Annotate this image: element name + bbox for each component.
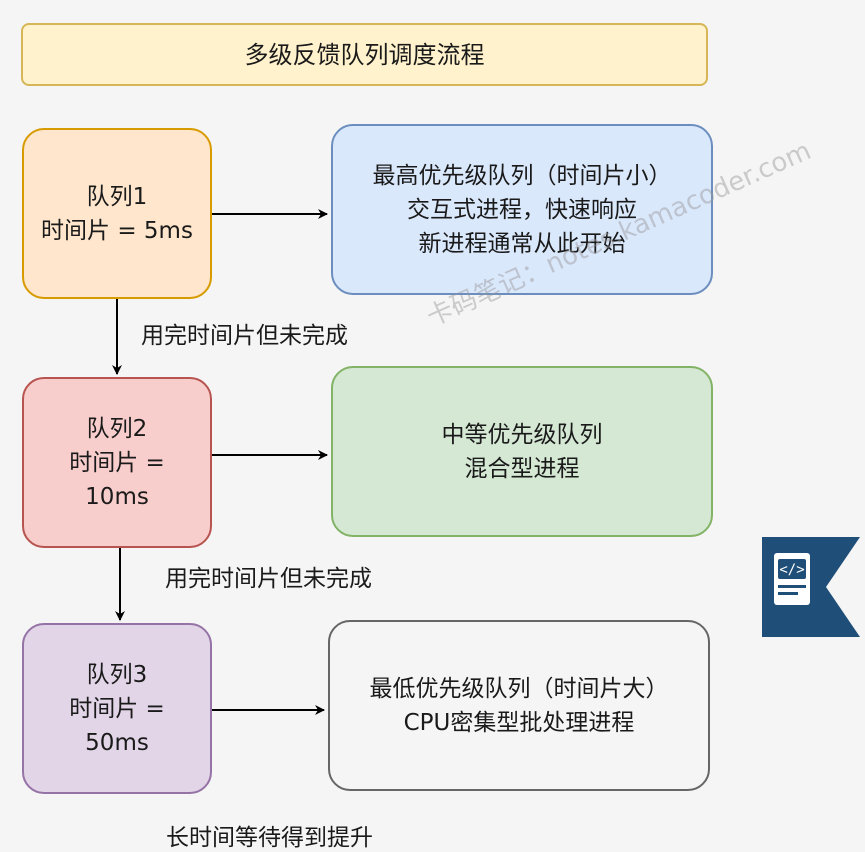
queue-1-description-node: 最高优先级队列（时间片小） 交互式进程，快速响应 新进程通常从此开始 bbox=[331, 124, 713, 295]
queue-2-desc-line: 中等优先级队列 bbox=[441, 421, 603, 448]
edge-label-q2-to-q3: 用完时间片但未完成 bbox=[165, 566, 372, 592]
queue-2-name: 队列2 bbox=[86, 415, 148, 442]
queue-1-timeslice: 时间片 = 5ms bbox=[41, 217, 193, 244]
queue-3-desc-line: 最低优先级队列（时间片大） bbox=[369, 675, 669, 702]
diagram-title: 多级反馈队列调度流程 bbox=[21, 23, 708, 86]
queue-3-name: 队列3 bbox=[86, 661, 148, 688]
code-document-logo-icon: </> bbox=[762, 537, 860, 637]
edge-label-q1-to-q2: 用完时间片但未完成 bbox=[141, 323, 348, 349]
queue-2-desc-line: 混合型进程 bbox=[464, 455, 580, 482]
queue-2-timeslice-value: 10ms bbox=[85, 483, 149, 510]
queue-2-node: 队列2 时间片 = 10ms bbox=[22, 377, 212, 548]
queue-3-node: 队列3 时间片 = 50ms bbox=[22, 623, 212, 794]
diagram-title-text: 多级反馈队列调度流程 bbox=[244, 40, 485, 69]
queue-3-timeslice-value: 50ms bbox=[85, 729, 149, 756]
queue-2-description-node: 中等优先级队列 混合型进程 bbox=[331, 366, 713, 537]
queue-1-desc-line: 最高优先级队列（时间片小） bbox=[372, 162, 672, 189]
queue-1-node: 队列1 时间片 = 5ms bbox=[22, 128, 212, 299]
queue-3-timeslice: 时间片 = bbox=[69, 695, 165, 722]
queue-1-desc-line: 新进程通常从此开始 bbox=[418, 230, 626, 257]
svg-text:</>: </> bbox=[779, 562, 804, 578]
edge-label-bottom: 长时间等待得到提升 bbox=[166, 825, 373, 851]
queue-3-description-node: 最低优先级队列（时间片大） CPU密集型批处理进程 bbox=[328, 620, 710, 791]
queue-1-desc-line: 交互式进程，快速响应 bbox=[407, 196, 637, 223]
queue-1-name: 队列1 bbox=[86, 183, 148, 210]
queue-3-desc-line: CPU密集型批处理进程 bbox=[403, 709, 635, 736]
queue-2-timeslice: 时间片 = bbox=[69, 449, 165, 476]
